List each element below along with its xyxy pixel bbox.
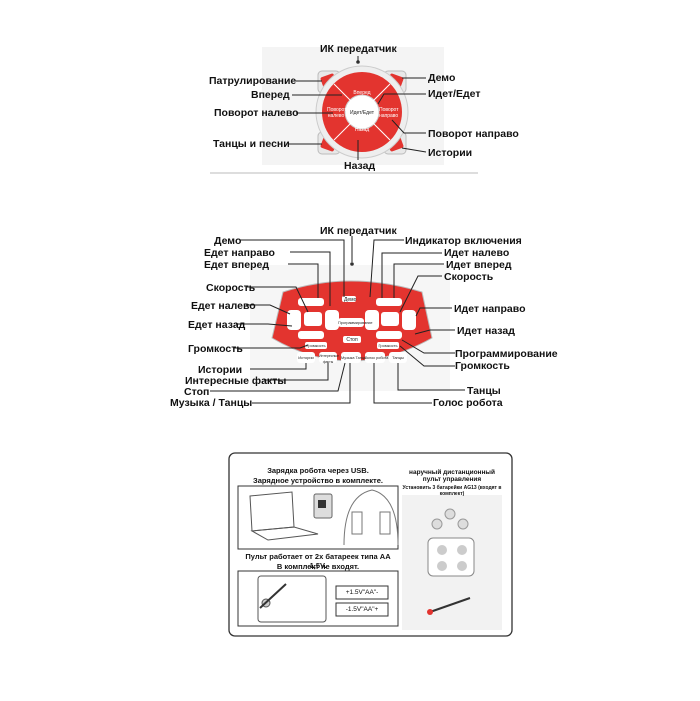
remote-1-stories-label: Истории xyxy=(428,147,473,159)
usb-charger-drawing xyxy=(313,493,333,519)
remote-2-stories-label: Истории xyxy=(198,364,243,376)
remote-1-forward-label: Вперед xyxy=(251,89,290,101)
remote-1-btn-right-text: Поворот направо xyxy=(379,107,399,119)
remote-2-programming-label: Программирование xyxy=(455,348,558,360)
remote-2-left-bottom-button xyxy=(298,331,324,339)
remote-1-btn-left-text: Поворот налево xyxy=(327,107,347,119)
remote-2-stories-button xyxy=(297,352,315,363)
remote-2-left-left-button xyxy=(287,310,301,330)
remote-2-btn-music-text: Музыка Танцы xyxy=(341,356,367,360)
remote-1-back-label: Назад xyxy=(344,160,376,172)
remote-2-volume-left-label: Громкость xyxy=(188,343,243,355)
remote-2-stop-button xyxy=(343,336,361,343)
remote-2-speed-left-label: Скорость xyxy=(206,282,256,294)
wrist-remote-subtitle: Установить 3 батарейки AG13 (входят в ко… xyxy=(402,485,502,497)
remote-2-btn-demo-text: Демо xyxy=(344,297,357,303)
remote-1-demo-label: Демо xyxy=(428,72,456,84)
remote-2-ir-emitter xyxy=(350,262,354,266)
remote-2-go-forward-label: Едет вперед xyxy=(204,259,269,271)
remote-2-music-label: Музыка / Танцы xyxy=(170,397,253,409)
remote-2-btn-voice-text: Голос робота xyxy=(365,356,389,360)
remote-2-btn-dances-text: Танцы xyxy=(392,355,404,360)
remote-2-stop-label: Стоп xyxy=(184,386,210,398)
remote-2-power-led-box xyxy=(342,296,356,302)
remote-1-btn-forward-text: Вперед xyxy=(353,90,371,96)
remote-back-drawing xyxy=(257,575,327,623)
remote-2-speed-right-label: Скорость xyxy=(444,271,494,283)
remote-2-btn-program-text: Программирование xyxy=(338,321,373,325)
remote-2-right-top-button xyxy=(376,298,402,306)
remote-1-turn-right-label: Поворот направо xyxy=(428,128,519,140)
remote-1-btn-center-text: Идет/Едет xyxy=(350,110,374,116)
laptop-drawing xyxy=(249,491,319,541)
remote-2-go-left-label: Едет налево xyxy=(191,300,256,312)
remote-2-right-right-button xyxy=(402,310,416,330)
remote-2-btn-facts-text: Интересные факты xyxy=(319,354,339,364)
remote-2-go-back-label: Едет назад xyxy=(188,319,246,331)
battery-2-label: -1.5V"AA"+ xyxy=(345,606,379,613)
remote-2-right-speed-button xyxy=(381,312,399,326)
remote-2-dances-label: Танцы xyxy=(467,385,501,397)
remote-2-robot-voice-label: Голос робота xyxy=(433,397,503,409)
remote-1-dance-label: Танцы и песни xyxy=(213,138,290,150)
remote-2-walk-back-label: Идет назад xyxy=(457,325,515,337)
remote-2-walk-forward-label: Идет вперед xyxy=(446,259,512,271)
remote-2-voice-button xyxy=(365,352,385,363)
remote-1-ir-label: ИК передатчик xyxy=(320,43,397,55)
remote-2-volume-left-button xyxy=(305,342,327,349)
usb-title: Зарядка робота через USB. xyxy=(267,466,369,475)
remote-2-walk-left-label: Идет налево xyxy=(444,247,510,259)
remote-2-btn-volume-right-text: Громкость xyxy=(378,343,398,348)
remote-1-patrol-label: Патрулирование xyxy=(209,75,297,87)
remote-2-demo-label: Демо xyxy=(214,235,242,247)
remote-2-program-button xyxy=(338,318,364,327)
battery-subtitle: В комплект не входят. xyxy=(276,562,360,571)
remote-2-facts-label: Интересные факты xyxy=(185,375,287,387)
usb-subtitle: Зарядное устройство в комплекте. xyxy=(253,476,383,485)
remote-2-btn-stories-text: Истории xyxy=(298,355,314,360)
remote-1-turn-left-label: Поворот налево xyxy=(214,107,299,119)
remote-2-go-right-label: Едет направо xyxy=(204,247,275,259)
battery-1-label: +1.5V"AA"- xyxy=(345,589,379,596)
remote-2-dances-button xyxy=(389,352,407,363)
remote-2-walk-right-label: Идет направо xyxy=(454,303,526,315)
remote-2-btn-stop-text: Стоп xyxy=(346,337,358,343)
wrist-remote-title: наручный дистанционный пульт управления xyxy=(409,469,495,483)
battery-1-outline xyxy=(335,585,389,600)
remote-2-facts-button xyxy=(319,352,337,363)
remote-1-go-stop-label: Идет/Едет xyxy=(428,88,481,100)
battery-title: Пульт работает от 2х батареек типа АА 1,… xyxy=(245,552,391,570)
battery-2-outline xyxy=(335,602,389,617)
remote-2-left-speed-button xyxy=(304,312,322,326)
remote-2-ir-label: ИК передатчик xyxy=(320,225,397,237)
wrist-remote-drawing xyxy=(427,508,475,615)
remote-2-music-button xyxy=(341,352,361,363)
remote-2-volume-right-button xyxy=(377,342,399,349)
remote-2-right-bottom-button xyxy=(376,331,402,339)
remote-2-power-led-label: Индикатор включения xyxy=(405,235,522,247)
remote-2-btn-volume-left-text: Громкость xyxy=(306,343,326,348)
remote-2-volume-right-label: Громкость xyxy=(455,360,510,372)
robot-drawing xyxy=(343,489,399,546)
remote-2-left-right-button xyxy=(325,310,339,330)
remote-1-btn-back-text: Назад xyxy=(354,127,370,133)
remote-2-right-left-button xyxy=(365,310,379,330)
